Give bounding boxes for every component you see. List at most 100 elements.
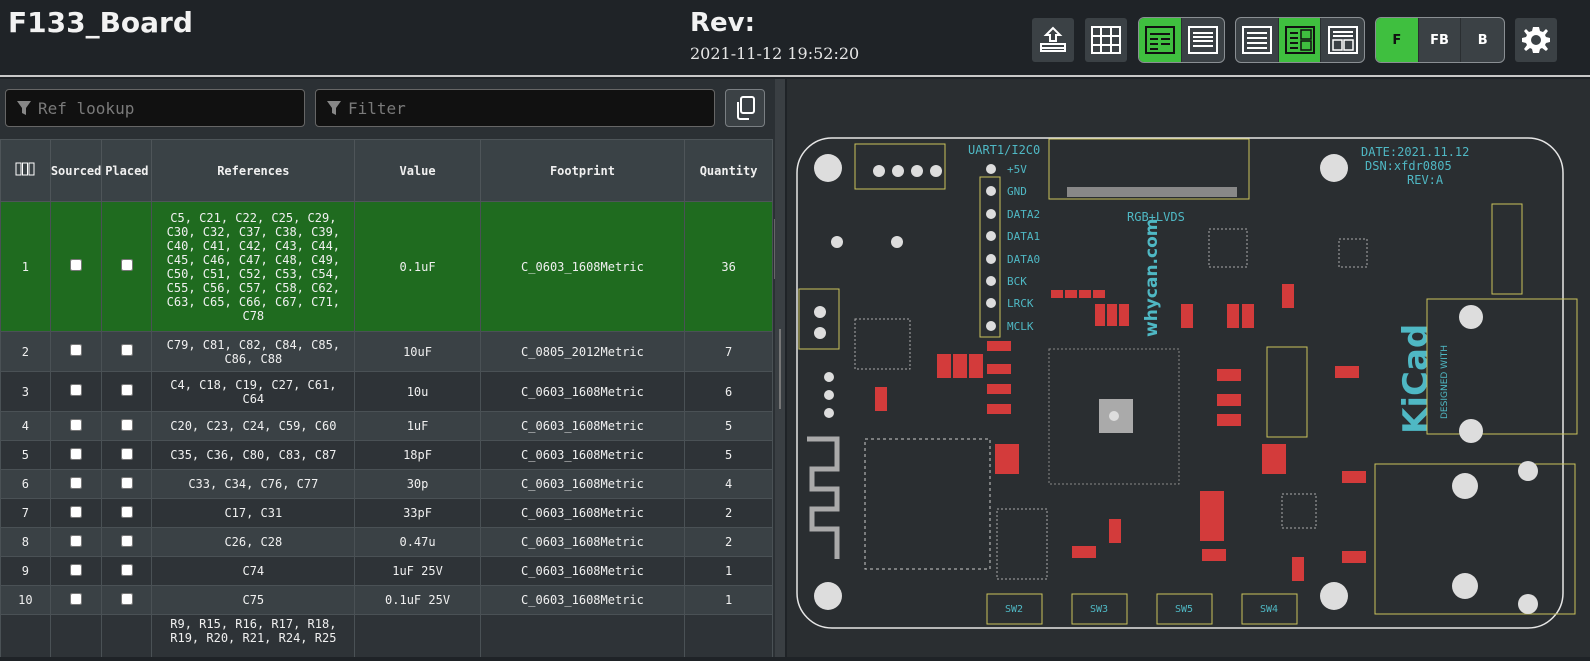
bom-only-icon [1241, 26, 1272, 54]
column-header-placed[interactable]: Placed [101, 139, 153, 202]
pin-label-bck: BCK [1007, 275, 1027, 288]
quantity-cell: 1 [684, 585, 773, 615]
value-cell: 18pF [354, 440, 481, 470]
designed-with-text: DESIGNED WITH [1440, 345, 1450, 419]
pin-header [979, 176, 1001, 338]
bom-top-bottom-button[interactable] [1182, 18, 1224, 62]
sourced-checkbox [49, 585, 103, 615]
bom-mode-group [1235, 17, 1365, 63]
placed-check[interactable] [120, 592, 133, 605]
board-title: F133_Board [8, 6, 193, 39]
mounting-hole [814, 582, 842, 610]
panel-splitter[interactable] [775, 79, 785, 657]
placed-check[interactable] [120, 344, 133, 356]
placed-checkbox [101, 498, 153, 528]
placed-check[interactable] [120, 384, 133, 396]
sourced-check[interactable] [70, 476, 83, 489]
placed-checkbox [101, 614, 153, 657]
sourced-check[interactable] [70, 344, 83, 356]
bom-left-fb-button[interactable] [1278, 18, 1322, 62]
references-cell: R9, R15, R16, R17, R18, R19, R20, R21, R… [151, 614, 356, 657]
column-header-footprint[interactable]: Footprint [479, 139, 686, 202]
connector-j9 [1374, 463, 1576, 615]
mounting-hole [1320, 154, 1348, 182]
placed-check[interactable] [120, 418, 133, 431]
footprint-cell: C_0603_1608Metric [479, 201, 686, 332]
ref-lookup-input[interactable]: Ref lookup [5, 89, 305, 127]
bom-left-right-button[interactable] [1139, 18, 1182, 62]
row-number: 2 [0, 331, 51, 372]
pcb-canvas[interactable]: UART1/I2C0 +5V GND DATA2 DATA1 DATA0 BCK… [787, 79, 1590, 657]
quantity-cell: 5 [684, 411, 773, 441]
placed-checkbox [101, 556, 153, 586]
module-u4 [864, 438, 991, 570]
upload-button[interactable] [1032, 18, 1074, 62]
placed-check[interactable] [120, 505, 133, 518]
filter-icon [17, 101, 31, 115]
bom-table: Sourced Placed References Value Footprin… [0, 139, 773, 657]
splitter-grip[interactable] [779, 329, 781, 409]
sourced-check[interactable] [70, 592, 83, 605]
placed-check[interactable] [120, 259, 133, 271]
column-header-value[interactable]: Value [354, 139, 481, 202]
column-header-quantity[interactable]: Quantity [684, 139, 773, 202]
value-cell: 1uF 25V [354, 556, 481, 586]
placed-check[interactable] [120, 534, 133, 547]
pcb-view[interactable]: UART1/I2C0 +5V GND DATA2 DATA1 DATA0 BCK… [787, 79, 1590, 657]
placed-check[interactable] [120, 476, 133, 489]
sourced-check[interactable] [70, 563, 83, 576]
filter-input[interactable]: Filter [315, 89, 715, 127]
pin-header-pads [986, 164, 996, 331]
highlighted-pads [875, 284, 1366, 581]
bom-scrollbar[interactable] [774, 219, 775, 279]
sourced-check[interactable] [70, 384, 83, 396]
layer-front-button[interactable]: F [1376, 18, 1419, 62]
bom-panel: Ref lookup Filter Sourced Placed Referen… [0, 79, 775, 657]
sourced-check[interactable] [70, 505, 83, 518]
layer-back-button[interactable]: B [1477, 32, 1488, 48]
row-number [0, 614, 51, 657]
connector-j6 [854, 143, 946, 190]
settings-button[interactable] [1515, 18, 1557, 62]
top-bar: F133_Board Rev: 2021-11-12 19:52:20 F FB… [0, 0, 1590, 77]
references-cell: C74 [151, 556, 356, 586]
bom-only-button[interactable] [1236, 18, 1279, 62]
table-row[interactable]: R9, R15, R16, R17, R18, R19, R20, R21, R… [0, 614, 773, 657]
sourced-checkbox [49, 498, 103, 528]
grid-toggle-button[interactable] [1085, 18, 1127, 62]
references-cell: C79, C81, C82, C84, C85, C86, C88 [151, 331, 356, 372]
sourced-check[interactable] [70, 259, 83, 271]
copy-button[interactable] [725, 89, 765, 127]
footprint-cell: C_0603_1608Metric [479, 527, 686, 557]
placed-check[interactable] [120, 447, 133, 460]
pin-label-gnd: GND [1007, 185, 1027, 198]
sourced-check[interactable] [70, 418, 83, 431]
footprint-cell: C_0603_1608Metric [479, 440, 686, 470]
quantity-cell [684, 614, 773, 657]
mounting-hole [1320, 582, 1348, 610]
column-settings-header[interactable] [0, 139, 51, 202]
sourced-check[interactable] [70, 447, 83, 460]
sourced-checkbox [49, 201, 103, 332]
bom-top-fb-button[interactable] [1321, 18, 1364, 62]
sourced-check[interactable] [70, 534, 83, 547]
column-header-sourced[interactable]: Sourced [49, 139, 103, 202]
dsn-text: DSN:xfdr0805 [1365, 159, 1452, 173]
footprint-cell: C_0603_1608Metric [479, 411, 686, 441]
placed-checkbox [101, 201, 153, 332]
value-cell: 10uF [354, 331, 481, 372]
placed-check[interactable] [120, 563, 133, 576]
layer-front-back-button[interactable]: FB [1419, 18, 1462, 62]
column-header-references[interactable]: References [151, 139, 356, 202]
mounting-hole [814, 154, 842, 182]
